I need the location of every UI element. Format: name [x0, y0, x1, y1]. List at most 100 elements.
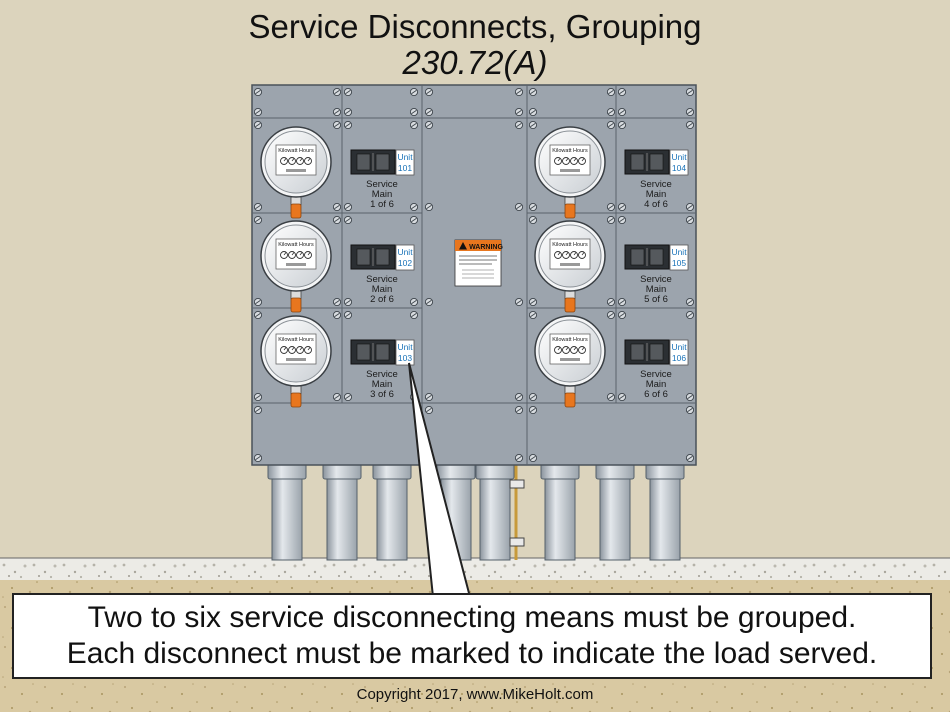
screw: [343, 107, 353, 117]
breaker-handle[interactable]: [375, 248, 390, 266]
screw: [253, 120, 263, 130]
screw: [606, 392, 616, 402]
disconnect-caption: Service: [640, 179, 672, 190]
unit-number: 102: [398, 258, 412, 268]
unit-label-text: Unit: [397, 152, 413, 162]
screw: [424, 297, 434, 307]
conduit: [645, 462, 685, 561]
screw: [343, 87, 353, 97]
meter-label: Kilowatt Hours: [552, 242, 588, 248]
breaker-handle[interactable]: [630, 343, 645, 361]
screw: [606, 215, 616, 225]
screw: [685, 87, 695, 97]
disconnect-caption: Main: [372, 284, 393, 295]
unit-label-text: Unit: [397, 342, 413, 352]
screw: [685, 297, 695, 307]
callout-line-1: Two to six service disconnecting means m…: [87, 601, 857, 634]
code-reference: 230.72(A): [402, 44, 548, 81]
disconnect-caption: 5 of 6: [644, 294, 668, 305]
screw: [617, 215, 627, 225]
screw: [343, 202, 353, 212]
screw: [253, 202, 263, 212]
breaker-handle[interactable]: [630, 153, 645, 171]
screw: [253, 215, 263, 225]
conduits: [267, 462, 685, 561]
screw: [409, 310, 419, 320]
breaker-handle[interactable]: [375, 153, 390, 171]
screw: [617, 87, 627, 97]
screw: [424, 202, 434, 212]
disconnect-caption: 2 of 6: [370, 294, 394, 305]
screw: [617, 107, 627, 117]
screw: [332, 297, 342, 307]
screw: [606, 297, 616, 307]
screw: [409, 202, 419, 212]
screw: [528, 453, 538, 463]
screw: [528, 202, 538, 212]
screw: [343, 215, 353, 225]
breaker-handle[interactable]: [356, 153, 371, 171]
breaker-handle[interactable]: [356, 343, 371, 361]
screw: [528, 215, 538, 225]
screw: [685, 107, 695, 117]
screw: [617, 297, 627, 307]
screw: [514, 297, 524, 307]
screw: [253, 310, 263, 320]
screw: [617, 202, 627, 212]
meter-label: Kilowatt Hours: [278, 337, 314, 343]
screw: [332, 392, 342, 402]
meter: Kilowatt Hours: [260, 315, 332, 408]
screw: [424, 87, 434, 97]
screw: [514, 453, 524, 463]
unit-number: 101: [398, 163, 412, 173]
unit-number: 103: [398, 353, 412, 363]
screw: [685, 202, 695, 212]
screw: [253, 405, 263, 415]
disconnect-caption: 1 of 6: [370, 199, 394, 210]
screw: [253, 453, 263, 463]
unit-label-text: Unit: [397, 247, 413, 257]
screw: [253, 107, 263, 117]
disconnect-caption: Service: [640, 274, 672, 285]
gravel-strip: [0, 558, 950, 580]
breaker-handle[interactable]: [375, 343, 390, 361]
disconnect-caption: 4 of 6: [644, 199, 668, 210]
breaker-handle[interactable]: [356, 248, 371, 266]
screw: [409, 107, 419, 117]
breaker-handle[interactable]: [630, 248, 645, 266]
unit-number: 105: [672, 258, 686, 268]
unit-label-text: Unit: [671, 247, 687, 257]
breaker-handle[interactable]: [649, 248, 664, 266]
screw: [332, 107, 342, 117]
screw: [685, 215, 695, 225]
screw: [617, 120, 627, 130]
screw: [409, 215, 419, 225]
disconnect-caption: Service: [366, 179, 398, 190]
screw: [332, 215, 342, 225]
breaker-handle[interactable]: [649, 343, 664, 361]
unit-number: 106: [672, 353, 686, 363]
page-title: Service Disconnects, Grouping: [248, 8, 702, 45]
screw: [343, 392, 353, 402]
screw: [514, 120, 524, 130]
screw: [514, 392, 524, 402]
meter: Kilowatt Hours: [260, 220, 332, 313]
screw: [253, 297, 263, 307]
breaker-handle[interactable]: [649, 153, 664, 171]
screw: [685, 120, 695, 130]
grounding-conductor: [509, 465, 525, 560]
screw: [332, 202, 342, 212]
unit-label-text: Unit: [671, 342, 687, 352]
screw: [514, 405, 524, 415]
screw: [685, 392, 695, 402]
screw: [528, 107, 538, 117]
screw: [617, 392, 627, 402]
screw: [528, 120, 538, 130]
